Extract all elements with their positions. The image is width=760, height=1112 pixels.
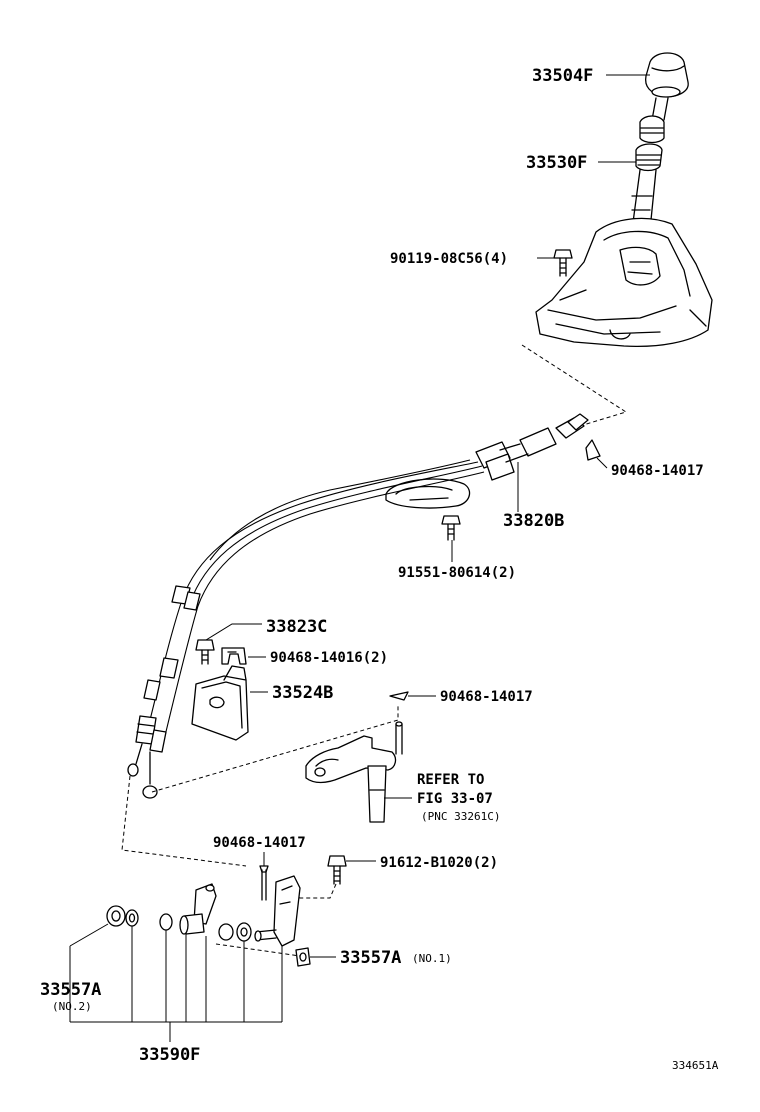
figure-id: 334651A xyxy=(672,1059,719,1072)
kit-part-number: 33590F xyxy=(139,1045,200,1065)
knob-part-number: 33504F xyxy=(532,66,593,86)
clip-pair-part-number: 90468-14016(2) xyxy=(270,650,388,666)
bushing-no1-part-number: 33557A xyxy=(340,948,401,968)
cable-bolt-illustration xyxy=(441,515,461,541)
clip-top-part-number: 90468-14017 xyxy=(611,463,704,479)
bushing-no2-part-number: 33557A xyxy=(40,980,101,1000)
clip-low-illustration xyxy=(259,865,269,901)
clip-top-illustration xyxy=(585,439,601,461)
cable-assy-part-number: 33820B xyxy=(503,511,564,531)
clip-mid-illustration xyxy=(389,691,409,701)
bracket-illustration xyxy=(191,665,249,741)
bushing-no1-note: (NO.1) xyxy=(412,952,452,965)
bracket-part-number: 33524B xyxy=(272,683,333,703)
bushing-set-illustration xyxy=(106,905,311,967)
lever-bolt-part-number: 91612-B1020(2) xyxy=(380,855,498,871)
refer-line-3: (PNC 33261C) xyxy=(421,810,500,823)
lever-bolt-illustration xyxy=(327,855,347,885)
shift-knob-illustration xyxy=(644,52,689,98)
shift-rod-illustration xyxy=(631,97,669,231)
cable-bolt-part-number: 91551-80614(2) xyxy=(398,565,516,581)
shift-lever-housing-illustration xyxy=(535,217,713,348)
clip-mid-part-number: 90468-14017 xyxy=(440,689,533,705)
transmission-lever-illustration xyxy=(305,721,403,823)
boot-part-number: 33530F xyxy=(526,153,587,173)
clip-low-part-number: 90468-14017 xyxy=(213,835,306,851)
clip-pair-illustration xyxy=(221,647,247,665)
refer-line-2: FIG 33-07 xyxy=(417,791,493,807)
control-cable-illustration xyxy=(127,413,589,799)
bracket-bolt-part-number: 33823C xyxy=(266,617,327,637)
shift-bolt-part-number: 90119-08C56(4) xyxy=(390,251,508,267)
shift-bolt-illustration xyxy=(553,249,573,277)
bracket-bolt-illustration xyxy=(195,639,215,665)
refer-line-1: REFER TO xyxy=(417,772,484,788)
bushing-no2-note: (NO.2) xyxy=(52,1000,92,1013)
